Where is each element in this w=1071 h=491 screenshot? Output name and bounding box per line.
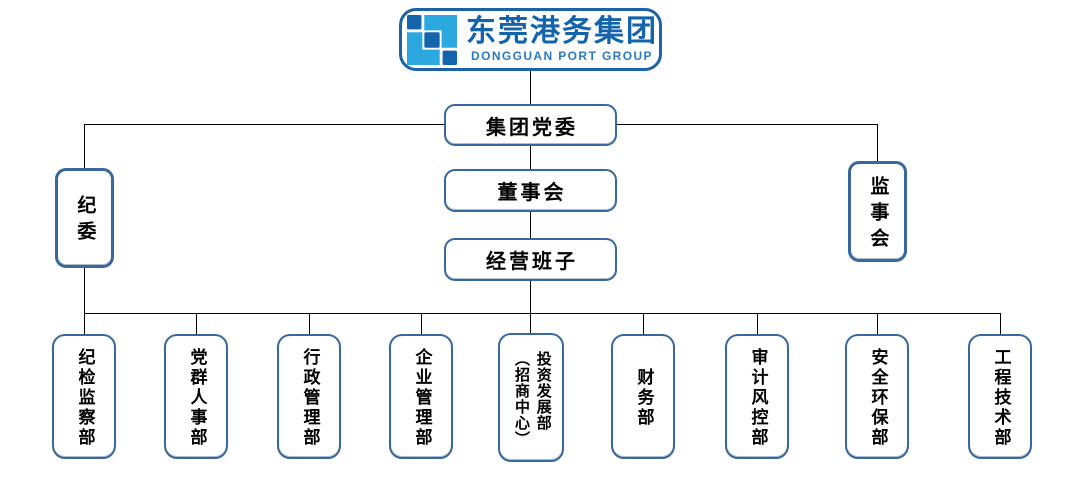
connector-drop-dept-3 — [309, 313, 310, 334]
connector-board-to-mgmt — [530, 211, 531, 238]
connector-party-to-right — [617, 124, 878, 125]
dept-enterprise-management: 企业管理部 — [389, 334, 453, 459]
node-board-of-directors: 董事会 — [444, 169, 617, 212]
dept-engineering-technology: 工程技术部 — [968, 334, 1032, 459]
dept-party-personnel: 党群人事部 — [164, 334, 228, 459]
company-logo-text: 东莞港务集团 DONGGUAN PORT GROUP — [466, 16, 658, 63]
company-name-en: DONGGUAN PORT GROUP — [471, 48, 653, 63]
node-supervisory-board-label: 监事会 — [867, 175, 889, 254]
dept-administration-label: 行政管理部 — [300, 348, 320, 448]
connector-discipline-to-row — [84, 268, 85, 334]
connector-drop-dept-4 — [421, 313, 422, 334]
dept-investment-development-label: 投资发展部 （招商中心） — [513, 351, 551, 447]
node-management-team-label: 经营班子 — [486, 251, 578, 273]
node-discipline-committee: 纪委 — [55, 168, 114, 268]
dept-safety-environment: 安全环保部 — [845, 334, 909, 459]
connector-drop-dept-9 — [1000, 313, 1001, 334]
connector-drop-dept-8 — [877, 313, 878, 334]
node-party-committee-label: 集团党委 — [486, 116, 578, 139]
connector-drop-dept-7 — [757, 313, 758, 334]
dept-party-personnel-label: 党群人事部 — [187, 348, 207, 448]
node-discipline-committee-label: 纪委 — [74, 195, 96, 247]
dept-engineering-technology-label: 工程技术部 — [991, 348, 1011, 448]
connector-mgmt-to-row — [530, 280, 531, 334]
dept-enterprise-management-label: 企业管理部 — [412, 348, 432, 448]
dept-discipline-inspection-label: 纪检监察部 — [75, 348, 95, 448]
connector-drop-dept-6 — [643, 313, 644, 334]
dept-discipline-inspection: 纪检监察部 — [52, 334, 116, 459]
connector-party-to-left — [84, 124, 444, 125]
dept-investment-development: 投资发展部 （招商中心） — [498, 333, 564, 462]
connector-party-to-board — [530, 146, 531, 169]
node-party-committee: 集团党委 — [444, 104, 617, 146]
connector-down-supervisory — [877, 124, 878, 161]
dept-safety-environment-label: 安全环保部 — [868, 348, 888, 448]
company-name-cn: 东莞港务集团 — [466, 15, 658, 49]
dept-finance: 财务部 — [611, 334, 675, 459]
connector-department-row — [84, 313, 1001, 314]
connector-drop-dept-2 — [196, 313, 197, 334]
dept-audit-risk-control: 审计风控部 — [725, 334, 789, 459]
company-logo-icon — [407, 14, 457, 65]
node-supervisory-board: 监事会 — [848, 161, 907, 262]
dept-finance-label: 财务部 — [634, 368, 654, 428]
dept-administration: 行政管理部 — [277, 334, 341, 459]
dept-audit-risk-control-label: 审计风控部 — [748, 348, 768, 448]
connector-down-discipline — [84, 124, 85, 168]
node-management-team: 经营班子 — [444, 238, 617, 281]
node-board-of-directors-label: 董事会 — [497, 182, 567, 204]
connector-logo-to-party — [530, 71, 531, 104]
company-logo: 东莞港务集团 DONGGUAN PORT GROUP — [399, 8, 662, 71]
